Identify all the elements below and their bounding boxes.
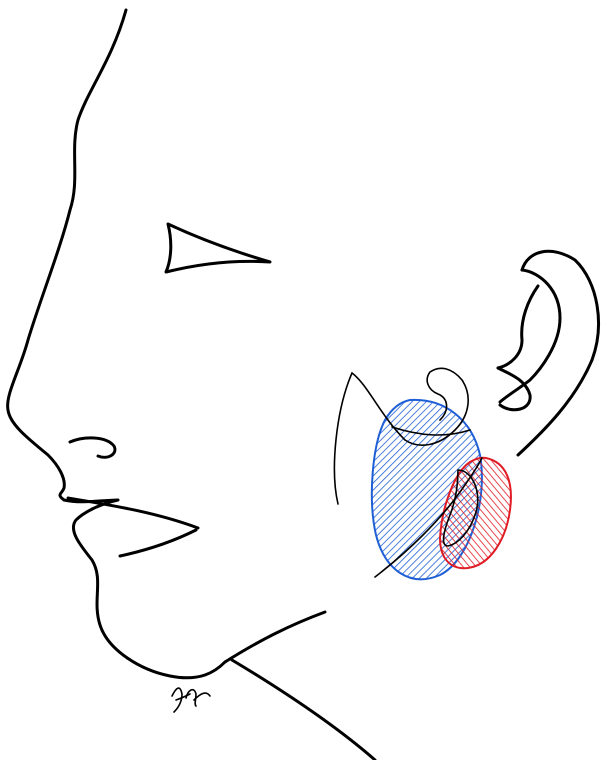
lower-lip-line [120,530,196,556]
ear-helix-inner [500,270,560,402]
nostril-line [70,438,115,457]
jaw-line [225,612,325,662]
artist-signature [172,688,210,712]
ear-antihelix [498,286,538,368]
eye-outline [166,224,270,272]
gland-outline [334,373,352,504]
neck-line [232,660,375,760]
face-profile-outline [8,10,225,678]
ear-concha [498,368,530,410]
ear-outline [518,251,598,455]
